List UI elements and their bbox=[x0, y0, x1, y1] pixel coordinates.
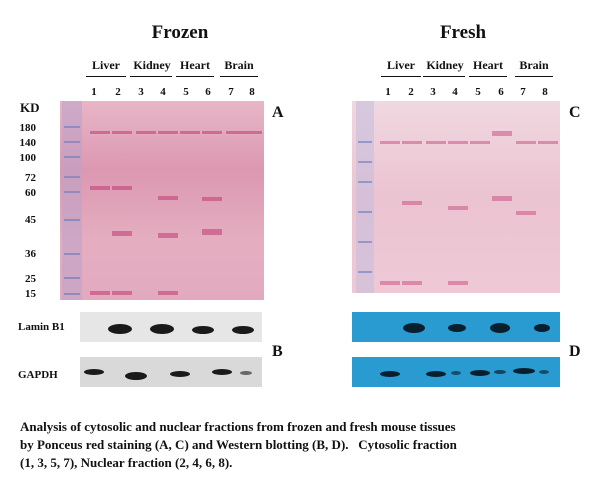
right-lane-6: 6 bbox=[498, 86, 504, 98]
left-group-liver: Liver bbox=[92, 58, 120, 72]
caption-line-1: Analysis of cytosolic and nuclear fracti… bbox=[20, 419, 456, 434]
marker-60: 60 bbox=[25, 187, 36, 199]
marker-100: 100 bbox=[19, 152, 37, 164]
frozen-gapdh-blot bbox=[80, 357, 262, 387]
panel-label-a: A bbox=[272, 104, 284, 121]
caption-line-2: by Ponceus red staining (A, C) and Weste… bbox=[20, 437, 457, 452]
frozen-laminb1-blot bbox=[80, 312, 262, 342]
figure-caption: Analysis of cytosolic and nuclear fracti… bbox=[20, 418, 580, 472]
left-lane-2: 2 bbox=[115, 86, 121, 98]
right-lane-4: 4 bbox=[452, 86, 458, 98]
right-lane-7: 7 bbox=[520, 86, 526, 98]
fresh-laminb1-blot bbox=[352, 312, 560, 342]
fresh-ponceau-gel bbox=[352, 101, 560, 293]
marker-25: 25 bbox=[25, 273, 36, 285]
left-lane-6: 6 bbox=[205, 86, 211, 98]
left-group-kidney: Kidney bbox=[133, 58, 171, 72]
right-lane-1: 1 bbox=[385, 86, 391, 98]
left-kidney-underline bbox=[130, 76, 172, 77]
left-group-heart: Heart bbox=[180, 58, 210, 72]
left-liver-underline bbox=[86, 76, 126, 77]
left-lane-7: 7 bbox=[228, 86, 234, 98]
fresh-gapdh-blot bbox=[352, 357, 560, 387]
marker-140: 140 bbox=[19, 137, 37, 149]
left-lane-3: 3 bbox=[138, 86, 144, 98]
right-heart-underline bbox=[469, 76, 507, 77]
marker-72: 72 bbox=[25, 172, 36, 184]
frozen-ponceau-gel bbox=[60, 101, 264, 300]
left-group-brain: Brain bbox=[224, 58, 254, 72]
left-heart-underline bbox=[176, 76, 214, 77]
marker-15: 15 bbox=[25, 288, 36, 300]
right-group-liver: Liver bbox=[387, 58, 415, 72]
marker-45: 45 bbox=[25, 214, 36, 226]
frozen-title: Frozen bbox=[151, 22, 209, 43]
left-lane-1: 1 bbox=[91, 86, 97, 98]
right-kidney-underline bbox=[423, 76, 465, 77]
panel-label-c: C bbox=[569, 104, 581, 121]
right-group-kidney: Kidney bbox=[426, 58, 464, 72]
left-lane-5: 5 bbox=[183, 86, 189, 98]
right-lane-2: 2 bbox=[408, 86, 414, 98]
left-lane-4: 4 bbox=[160, 86, 166, 98]
right-group-heart: Heart bbox=[473, 58, 503, 72]
right-group-brain: Brain bbox=[519, 58, 549, 72]
caption-line-3: (1, 3, 5, 7), Nuclear fraction (2, 4, 6,… bbox=[20, 455, 233, 470]
right-lane-3: 3 bbox=[430, 86, 436, 98]
panel-label-b: B bbox=[272, 343, 283, 360]
right-brain-underline bbox=[515, 76, 553, 77]
right-lane-5: 5 bbox=[475, 86, 481, 98]
gapdh-label: GAPDH bbox=[18, 369, 58, 381]
right-liver-underline bbox=[381, 76, 421, 77]
marker-180: 180 bbox=[19, 122, 37, 134]
right-lane-8: 8 bbox=[542, 86, 548, 98]
panel-label-d: D bbox=[569, 343, 581, 360]
left-lane-8: 8 bbox=[249, 86, 255, 98]
kd-unit-label: KD bbox=[20, 100, 40, 115]
marker-36: 36 bbox=[25, 248, 36, 260]
lamin-b1-label: Lamin B1 bbox=[18, 321, 65, 333]
fresh-title: Fresh bbox=[439, 22, 487, 43]
left-brain-underline bbox=[220, 76, 258, 77]
